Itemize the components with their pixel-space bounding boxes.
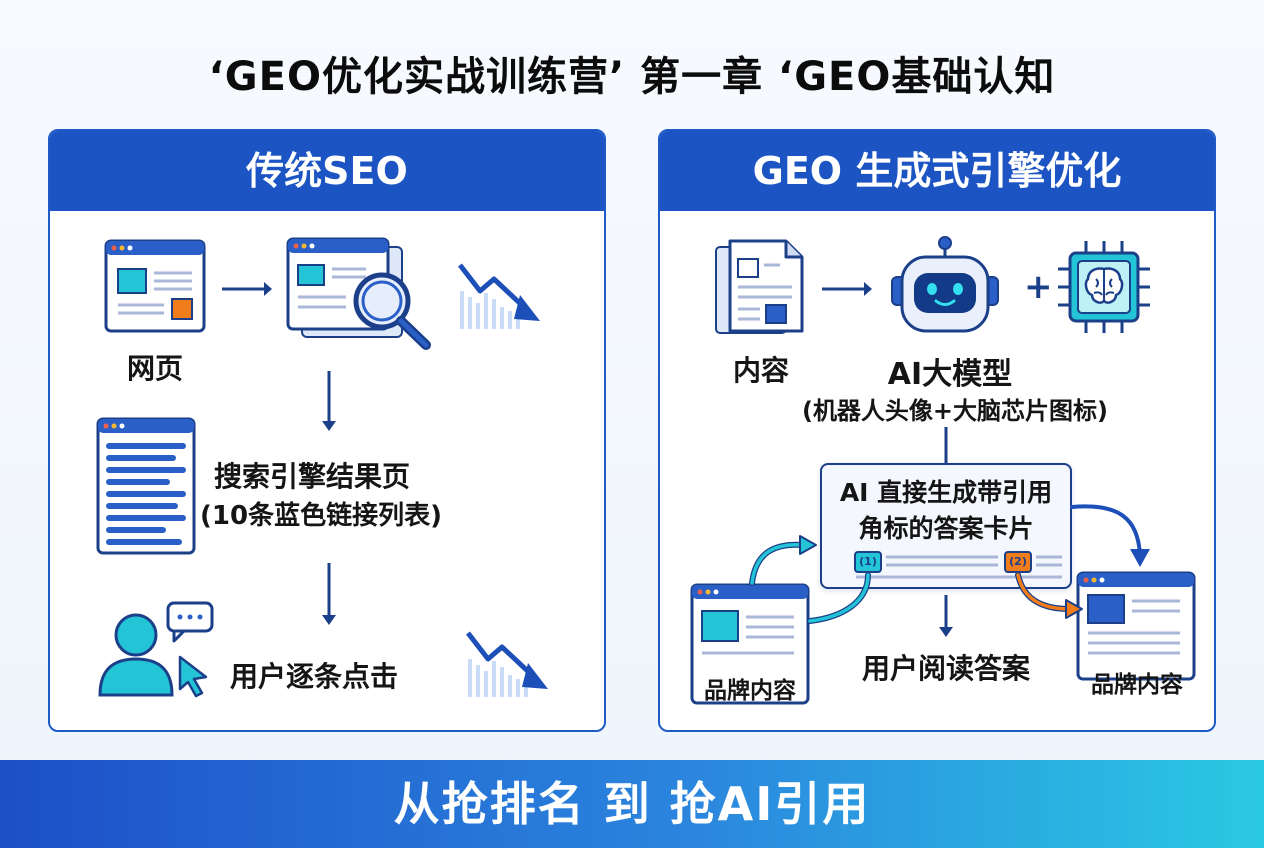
answer-card-subtitle: 角标的答案卡片 <box>858 514 1034 543</box>
serp-sublabel: (10条蓝色链接列表) <box>200 501 442 531</box>
user-click-icon <box>98 601 214 698</box>
page-title: ‘GEO优化实战训练营’ 第一章 ‘GEO基础认知 <box>208 54 1056 100</box>
brand-content-label-right: 品牌内容 <box>1091 672 1183 698</box>
ai-model-label: AI大模型 <box>887 357 1013 392</box>
user-reads-label: 用户阅读答案 <box>861 652 1030 685</box>
serp-label: 搜索引擎结果页 <box>214 460 411 493</box>
brand-content-window-left <box>690 583 810 705</box>
arrow-down-icon <box>322 371 336 431</box>
arrow-down-icon <box>939 595 953 637</box>
serp-list-icon <box>96 417 196 555</box>
answer-card-title: AI 直接生成带引用 <box>839 478 1053 507</box>
arrow-right-icon <box>822 282 872 296</box>
bottom-banner: 从抢排名 到 抢AI引用 <box>0 760 1264 848</box>
answer-text-lines <box>856 555 1062 579</box>
brain-chip-icon <box>1058 241 1150 333</box>
webpage-icon <box>104 239 206 333</box>
document-icon <box>715 239 804 334</box>
citation-connector-arrows <box>749 504 1150 624</box>
arrow-down-icon <box>322 563 336 625</box>
content-label: 内容 <box>732 354 789 387</box>
arrow-right-icon <box>222 282 272 296</box>
robot-icon <box>891 236 999 333</box>
geo-panel: GEO 生成式引擎优化 内容 <box>658 129 1216 732</box>
decline-chart-icon <box>458 263 540 329</box>
webpage-label: 网页 <box>126 352 183 385</box>
brand-content-label-left: 品牌内容 <box>704 678 796 704</box>
brand-content-window-right <box>1076 571 1196 681</box>
user-click-label: 用户逐条点击 <box>230 660 399 693</box>
seo-panel-header: 传统SEO <box>50 131 604 211</box>
ai-model-sublabel: (机器人头像+大脑芯片图标) <box>801 397 1109 425</box>
seo-panel: 传统SEO 网页 <box>48 129 606 732</box>
geo-panel-header: GEO 生成式引擎优化 <box>660 131 1214 211</box>
plus-sign: + <box>1024 267 1053 307</box>
search-page-icon <box>286 237 431 350</box>
decline-chart-icon <box>466 631 548 697</box>
